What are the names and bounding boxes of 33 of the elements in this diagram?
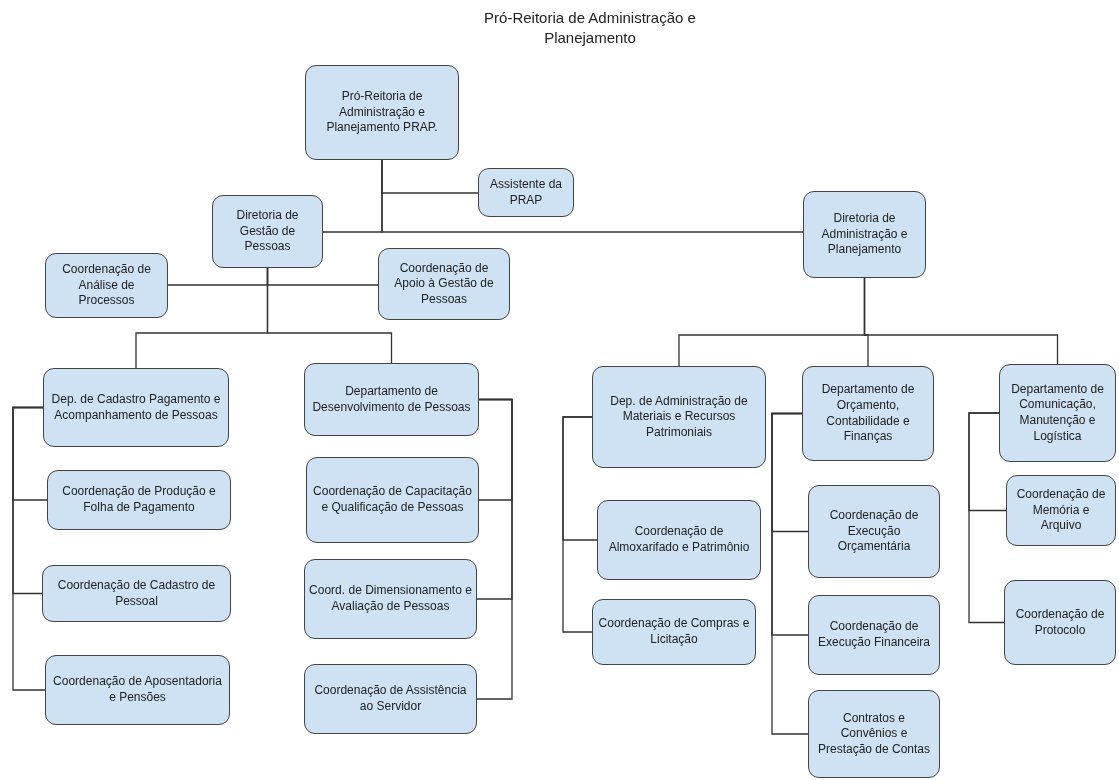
org-unit-box: Coord. de Dimensionamento e Avaliação de Pessoas (304, 559, 477, 639)
org-unit-box: Coordenação de Apoio à Gestão de Pessoas (378, 248, 510, 320)
org-unit-box: Departamento de Desenvolvimento de Pessoas (304, 363, 479, 436)
org-unit-box: Coordenação de Análise de Processos (45, 253, 168, 318)
org-unit-box: Coordenação de Almoxarifado e Patrimônio (597, 500, 761, 580)
org-unit-box: Coordenação de Execução Orçamentária (808, 485, 940, 578)
org-unit-box: Departamento de Orçamento, Contabilidade e Finanças (802, 366, 934, 461)
connector-line (476, 398, 513, 700)
org-unit-box: Coordenação de Aposentadoria e Pensões (45, 655, 230, 725)
chart-title: Pró-Reitoria de Administração e Planejamento (483, 8, 697, 49)
org-unit-box: Diretoria de Administração e Planejamento (803, 191, 926, 278)
org-unit-box: Coordenação de Execução Financeira (808, 595, 940, 675)
org-unit-box: Departamento de Comunicação, Manutenção e Logística (999, 364, 1116, 462)
connector-line (771, 412, 809, 735)
connector-line (381, 159, 804, 233)
org-unit-box: Coordenação de Assistência ao Servidor (304, 664, 477, 734)
org-unit-box: Coordenação de Produção e Folha de Pagamento (47, 470, 231, 530)
org-unit-box: Assistente da PRAP (478, 168, 574, 217)
org-unit-box: Coordenação de Memória e Arquivo (1006, 475, 1116, 546)
connector-line (863, 277, 1059, 365)
connector-line (968, 412, 1005, 624)
org-unit-box: Coordenação de Cadastro de Pessoal (42, 565, 231, 622)
org-unit-box: Coordenação de Capacitação e Qualificação de Pessoas (306, 457, 479, 543)
org-unit-box: Diretoria de Gestão de Pessoas (212, 195, 323, 268)
org-unit-box: Dep. de Administração de Materiais e Recursos Patrimoniais (592, 366, 766, 468)
org-unit-box: Contratos e Convênios e Prestação de Contas (808, 690, 940, 778)
org-unit-box: Coordenação de Compras e Licitação (592, 599, 756, 665)
connector-line (562, 416, 593, 633)
connector-line (12, 406, 46, 691)
org-unit-box: Coordenação de Protocolo (1004, 580, 1116, 665)
org-unit-box: Dep. de Cadastro Pagamento e Acompanhamento de Pessoas (43, 368, 229, 447)
connector-line (266, 267, 393, 364)
org-unit-box: Pró-Reitoria de Administração e Planejamento PRAP. (305, 65, 459, 160)
